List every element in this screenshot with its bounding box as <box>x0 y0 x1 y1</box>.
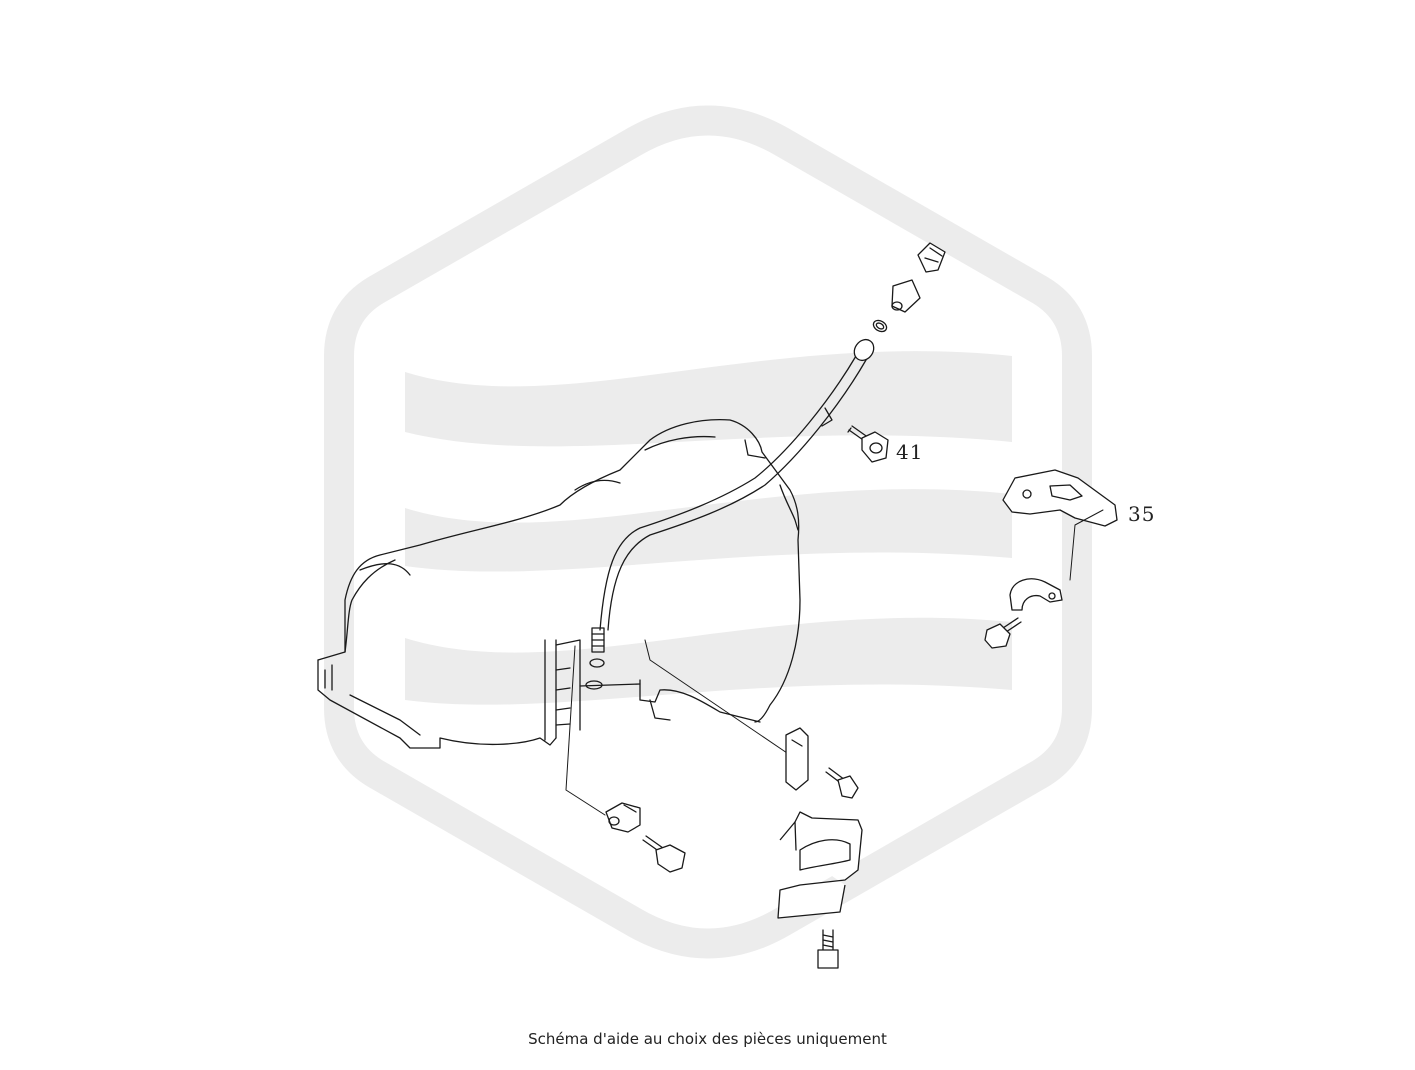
bolt-bottom <box>817 929 839 969</box>
screw-small <box>825 767 859 799</box>
diagram-caption: Schéma d'aide au choix des pièces unique… <box>528 1030 887 1048</box>
watermark-wave-middle <box>405 489 1012 572</box>
screw-right <box>984 617 1022 649</box>
leader-line-left <box>565 645 606 816</box>
screw-left <box>642 835 686 873</box>
callout-label-35[interactable]: 35 <box>1128 502 1156 526</box>
transmission-housing <box>317 419 801 749</box>
heat-shield-cover <box>777 811 863 919</box>
tube-lower-fitting <box>589 627 605 668</box>
bracket-35 <box>1002 469 1118 581</box>
tube-seal-and-nut <box>872 279 921 333</box>
dipstick-cap <box>917 242 946 273</box>
watermark-hexagon <box>324 105 1092 959</box>
dipstick-guide-tube <box>599 338 875 631</box>
watermark-wave-bottom <box>405 617 1012 705</box>
watermark-wave-top <box>405 351 1012 447</box>
bolt-41 <box>847 425 889 463</box>
pipe-clamp-left <box>605 802 641 833</box>
callout-label-41[interactable]: 41 <box>896 440 924 464</box>
pipe-clamp-right <box>1009 578 1063 611</box>
leader-line-right <box>644 639 791 756</box>
cable-bracket <box>785 727 809 791</box>
